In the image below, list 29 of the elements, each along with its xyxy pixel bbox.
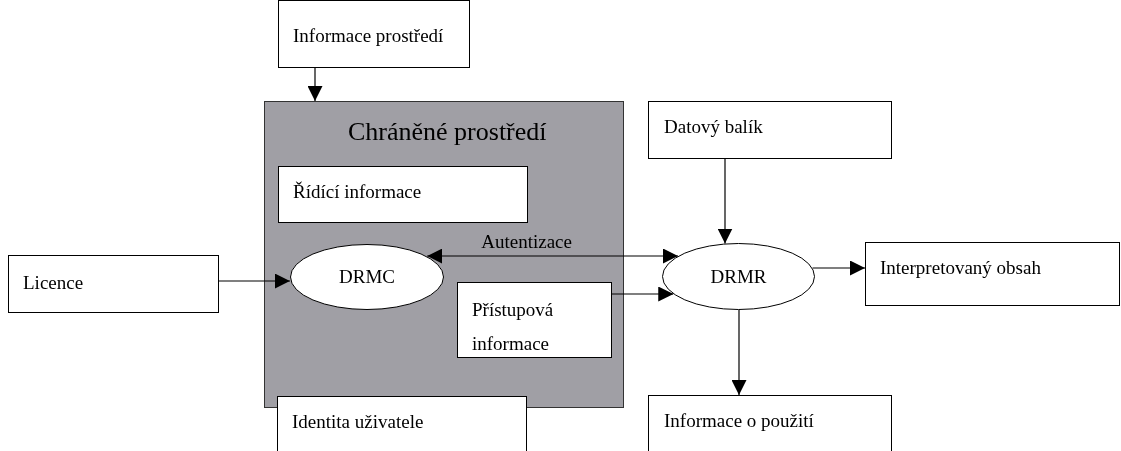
- node-label: Datový balík: [664, 115, 763, 139]
- process-box: [865, 242, 1120, 306]
- node-label: Řídící informace: [293, 180, 422, 204]
- process-box: [278, 0, 470, 68]
- node-label: Licence: [23, 271, 84, 295]
- node-label: DRMR: [709, 264, 768, 289]
- arrow: [610, 286, 674, 302]
- arrow: [307, 67, 323, 102]
- panel-title: Chráněné prostředí: [348, 116, 547, 148]
- process-box: [648, 101, 892, 159]
- arrow: [218, 273, 291, 289]
- arrow: [811, 260, 866, 276]
- node-label: Přístupová informace: [472, 298, 555, 356]
- process-box: [648, 395, 892, 451]
- node-label: Interpretovaný obsah: [880, 256, 1041, 280]
- arrow: [426, 248, 679, 264]
- process-ellipse: [662, 243, 815, 310]
- arrow: [717, 158, 733, 245]
- process-ellipse: [290, 244, 444, 310]
- node-label: Identita uživatele: [292, 410, 424, 434]
- process-box: [457, 282, 612, 358]
- environment-panel: [264, 101, 624, 408]
- arrow: [731, 309, 747, 396]
- process-box: [278, 166, 528, 223]
- process-box: [8, 255, 219, 313]
- node-label: Informace o použití: [664, 409, 814, 433]
- node-label: Informace prostředí: [293, 24, 444, 48]
- process-box: [277, 396, 527, 451]
- node-label: DRMC: [338, 265, 396, 289]
